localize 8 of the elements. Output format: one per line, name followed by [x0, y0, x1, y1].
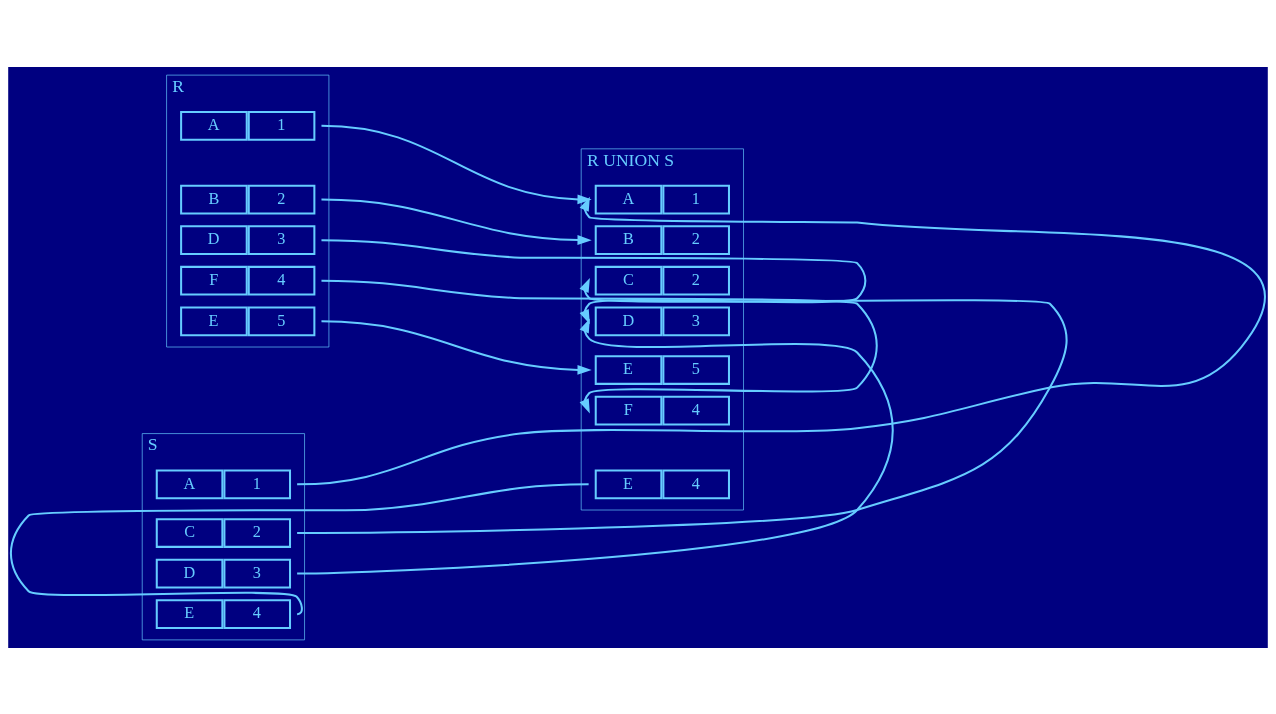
arrow	[297, 277, 1068, 534]
arrow	[321, 238, 867, 324]
arrow	[297, 318, 894, 575]
arrow	[321, 279, 878, 413]
arrow	[321, 198, 592, 245]
arrow	[321, 124, 592, 204]
arrow	[297, 196, 1265, 485]
arrow	[321, 319, 592, 375]
